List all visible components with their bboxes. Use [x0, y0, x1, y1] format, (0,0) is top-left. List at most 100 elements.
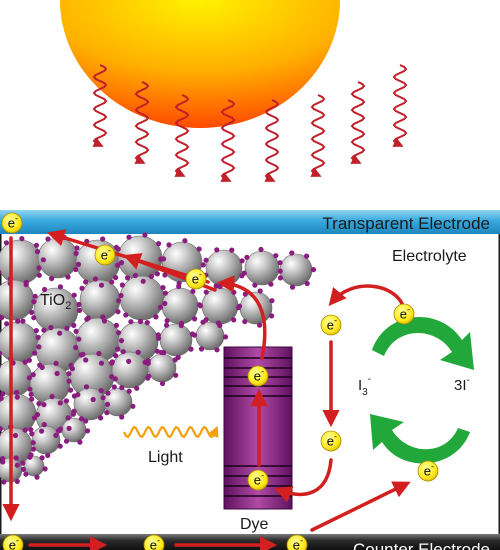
dye-molecule-dot — [116, 298, 122, 304]
svg-text:e-: e- — [327, 432, 337, 449]
dye-molecule-dot — [53, 432, 59, 438]
sun-ray-7 — [350, 81, 366, 164]
dye-molecule-dot — [49, 275, 55, 282]
dye-molecule-dot — [100, 314, 106, 320]
dye-molecule-dot — [75, 261, 82, 267]
electron: e- — [286, 534, 308, 550]
dye-molecule-dot — [105, 390, 111, 396]
dye-molecule-dot — [40, 257, 47, 263]
svg-text:e-: e- — [424, 462, 434, 479]
dye-molecule-dot — [92, 276, 99, 282]
dye-molecule-dot — [71, 408, 77, 414]
dye-molecule-dot — [28, 452, 34, 458]
dye-molecule-dot — [197, 303, 204, 309]
tio2-particle — [103, 387, 133, 417]
dye-molecule-dot — [200, 319, 206, 325]
dye-molecule-dot — [119, 414, 125, 420]
dye-molecule-dot — [188, 346, 194, 352]
dye-molecule-dot — [126, 358, 132, 364]
dye-molecule-dot — [100, 395, 106, 401]
dye-molecule-dot — [77, 439, 83, 445]
dye-molecule-dot — [142, 232, 148, 238]
dye-molecule-dot — [80, 351, 86, 357]
dye-molecule-dot — [156, 241, 162, 247]
dye-molecule-dot — [113, 322, 119, 328]
dye-molecule-dot — [257, 288, 263, 294]
dye-molecule-dot — [182, 238, 188, 244]
dye-molecule-dot — [241, 270, 247, 276]
dye-molecule-dot — [79, 285, 85, 291]
dye-molecule-dot — [191, 332, 198, 338]
redox-cycle-arrows — [370, 317, 474, 464]
dye-molecule-dot — [109, 359, 115, 365]
dye-molecule-dot — [73, 250, 79, 256]
dye-molecule-dot — [26, 375, 32, 381]
dye-molecule-dot — [96, 350, 102, 357]
dye-molecule-dot — [14, 478, 20, 484]
dye-molecule-dot — [54, 370, 60, 377]
dye-molecule-dot — [164, 318, 170, 324]
electron: e- — [393, 303, 415, 325]
dye-molecule-dot — [242, 318, 248, 325]
dye-molecule-dot — [57, 330, 63, 336]
dye-molecule-dot — [269, 313, 275, 319]
dye-molecule-dot — [109, 279, 115, 285]
dye-molecule-dot — [113, 353, 119, 359]
dye-molecule-dot — [14, 389, 20, 396]
dye-molecule-dot — [157, 304, 164, 310]
dye-molecule-dot — [36, 265, 42, 271]
dye-molecule-dot — [37, 362, 43, 368]
dye-molecule-dot — [0, 395, 4, 401]
dye-molecule-dot — [118, 260, 125, 266]
dye-molecule-dot — [118, 292, 124, 299]
dye-molecule-dot — [83, 279, 89, 285]
dye-molecule-dot — [76, 307, 83, 313]
dye-molecule-dot — [123, 312, 129, 318]
dye-molecule-dot — [137, 318, 144, 325]
dye-molecule-dot — [268, 281, 274, 287]
dye-molecule-dot — [65, 415, 71, 421]
counter-electrode-bar — [0, 534, 500, 550]
dye-molecule-dot — [198, 346, 205, 352]
dye-molecule-dot — [57, 443, 63, 449]
dye-molecule-dot — [68, 362, 74, 368]
electron: e- — [320, 314, 342, 336]
dye-molecule-dot — [33, 328, 39, 334]
dye-molecule-dot — [140, 278, 146, 284]
dye-molecule-dot — [113, 275, 119, 281]
iodide-label: 3I- — [454, 375, 470, 394]
dye-molecule-dot — [98, 360, 105, 366]
dye-molecule-dot — [42, 286, 48, 293]
dye-molecule-dot — [160, 285, 166, 291]
dye-molecule-dot — [277, 260, 283, 266]
dye-molecule-dot — [31, 415, 38, 421]
dye-molecule-dot — [214, 247, 220, 253]
dye-molecule-dot — [154, 271, 160, 277]
dye-molecule-dot — [154, 348, 160, 354]
dye-molecule-dot — [27, 386, 33, 392]
dye-molecule-dot — [124, 275, 131, 281]
dye-molecule-dot — [28, 427, 34, 433]
svg-text:e-: e- — [254, 367, 264, 384]
dye-molecule-dot — [22, 359, 28, 365]
dye-molecule-dot — [173, 372, 179, 378]
arrow-regeneration — [274, 458, 333, 503]
svg-text:e-: e- — [293, 536, 303, 550]
dye-molecule-dot — [53, 360, 59, 366]
dye-molecule-dot — [33, 242, 40, 248]
dye-molecule-dot — [148, 273, 154, 280]
sun-ray-2 — [134, 81, 150, 164]
dye-molecule-dot — [101, 318, 108, 324]
dye-molecule-dot — [90, 396, 96, 403]
dye-molecule-dot — [64, 325, 70, 331]
dye-molecule-dot — [83, 384, 90, 390]
dye-molecule-dot — [29, 309, 35, 315]
electron: e- — [1, 212, 23, 234]
tio2-particle — [0, 321, 39, 363]
dye-molecule-dot — [273, 253, 279, 259]
dye-molecule-dot — [63, 398, 69, 404]
dye-molecule-dot — [84, 428, 91, 434]
dye-molecule-dot — [158, 349, 165, 356]
dye-molecule-dot — [12, 432, 18, 439]
sun-ray-3 — [174, 94, 190, 177]
